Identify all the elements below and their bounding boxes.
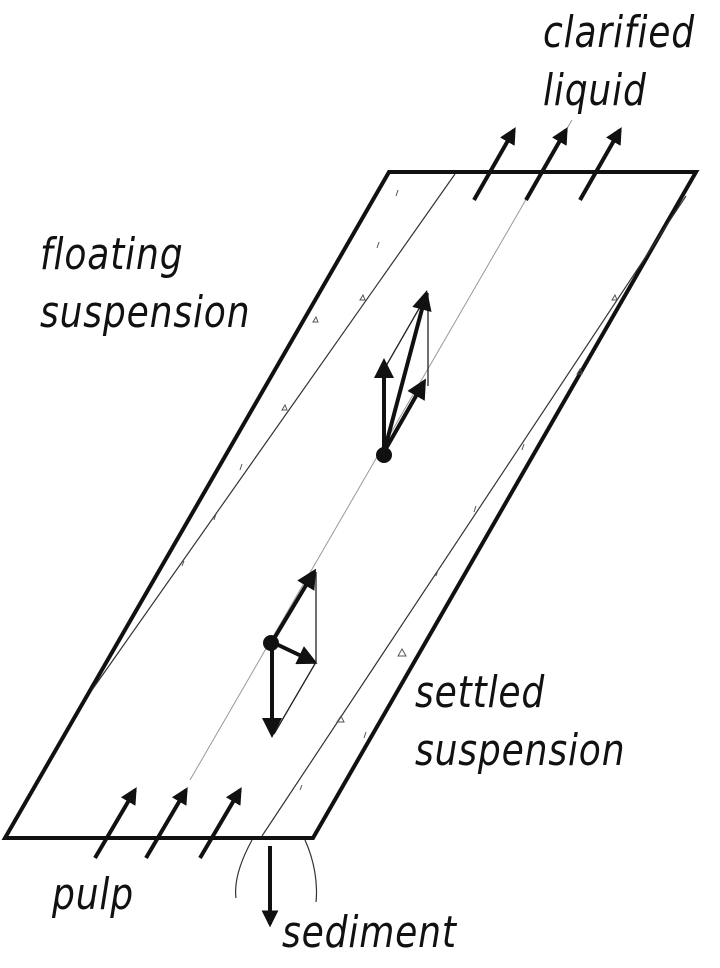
pulp-arrow-3 bbox=[198, 787, 242, 860]
lower-force-diagram bbox=[262, 568, 318, 738]
settled-suspension-label-line2: suspension bbox=[415, 725, 626, 776]
settling-particle bbox=[263, 635, 279, 651]
lower-parallelogram-side-b bbox=[273, 661, 317, 735]
clarified-liquid-label-line1: clarified bbox=[543, 7, 696, 58]
settled-suspension-label-line1: settled bbox=[415, 667, 546, 718]
clarified-liquid-arrows bbox=[472, 127, 622, 201]
clarified-arrow-1 bbox=[472, 127, 516, 201]
clarified-liquid-label-line2: liquid bbox=[543, 65, 647, 116]
sediment-outlet-left bbox=[235, 839, 253, 899]
pulp-arrow-2 bbox=[144, 787, 188, 860]
floating-suspension-label-line2: suspension bbox=[40, 287, 251, 338]
upper-flow-arrow bbox=[382, 378, 426, 453]
clarified-arrow-3 bbox=[578, 127, 622, 201]
floating-boundary-line bbox=[91, 173, 456, 691]
settled-boundary-line bbox=[261, 195, 687, 837]
suspension-texture bbox=[181, 189, 618, 791]
upper-force-diagram bbox=[374, 290, 432, 463]
sediment-label: sediment bbox=[282, 907, 457, 958]
pulp-arrow-1 bbox=[93, 787, 137, 860]
lower-resultant-arrow bbox=[271, 640, 318, 665]
pulp-arrows bbox=[93, 787, 242, 860]
floating-particle bbox=[376, 447, 392, 463]
clarified-arrow-2 bbox=[524, 127, 568, 201]
sediment-outlet-right bbox=[304, 839, 318, 903]
lower-flow-arrow bbox=[270, 568, 317, 644]
floating-suspension-label-line1: floating bbox=[40, 229, 184, 280]
upper-resultant-arrow bbox=[382, 290, 432, 453]
pulp-label: pulp bbox=[52, 869, 134, 920]
